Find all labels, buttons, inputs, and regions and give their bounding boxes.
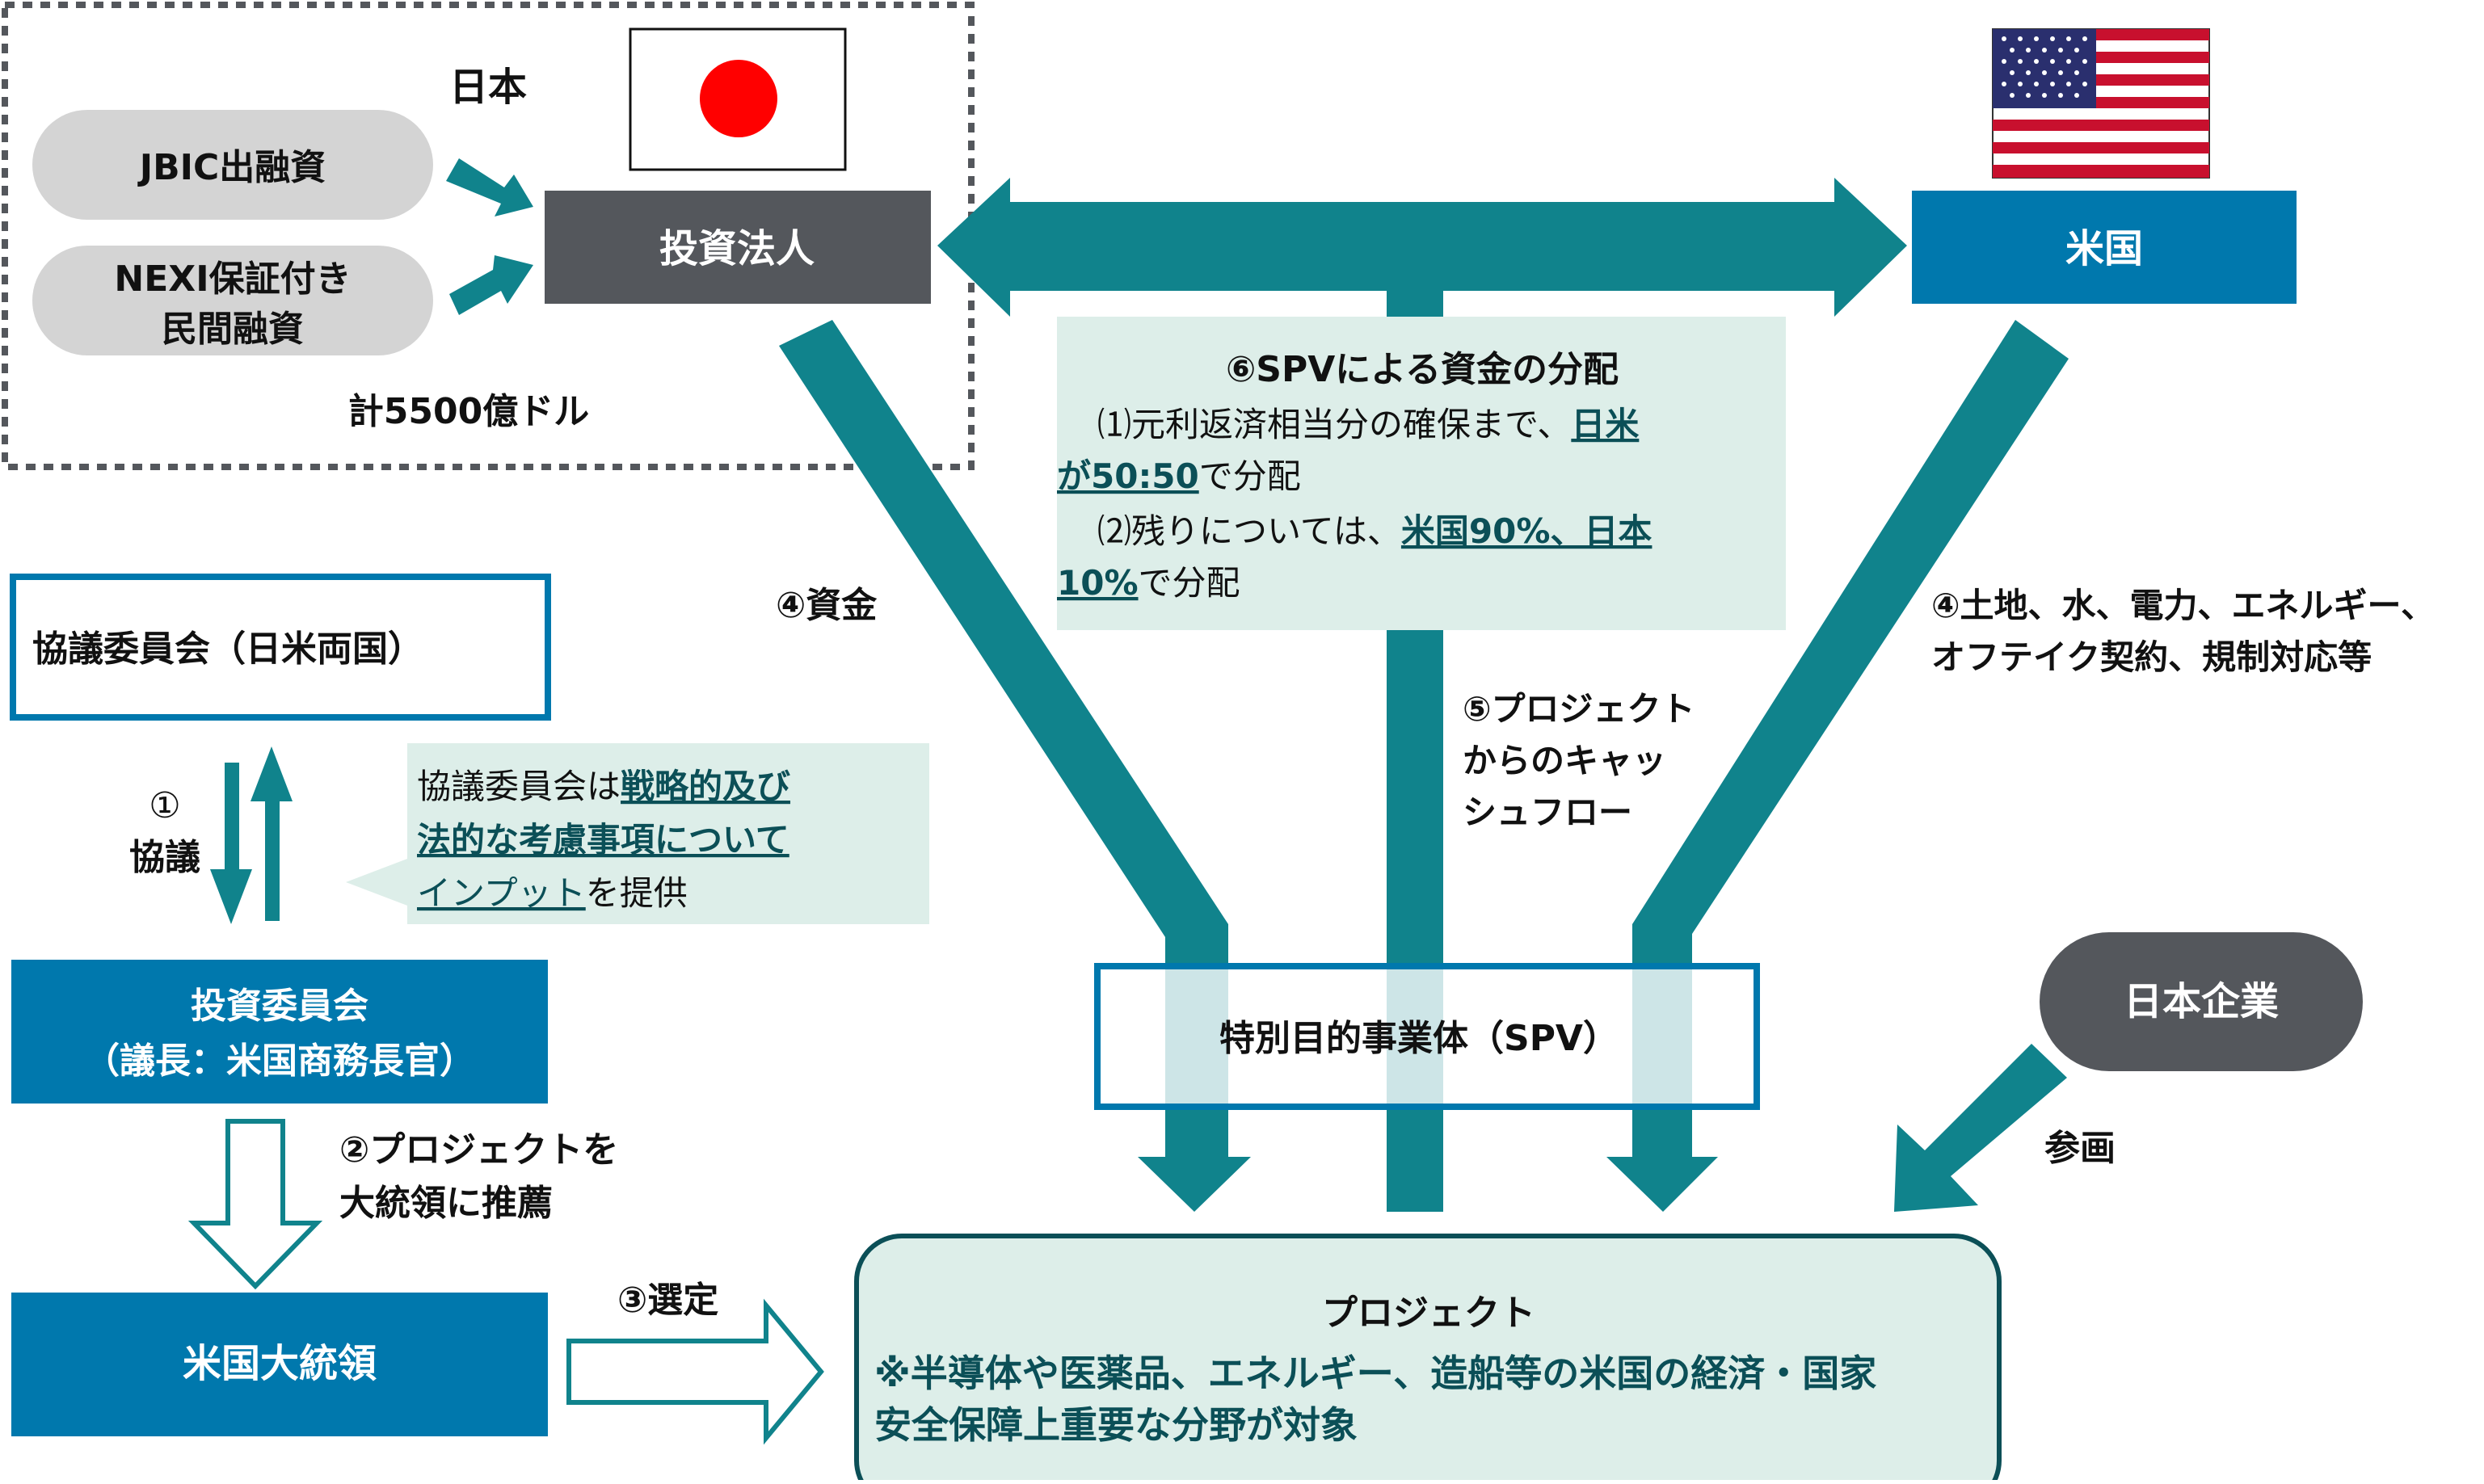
investment-committee-box: 投資委員会 （議長：米国商務長官） xyxy=(11,960,548,1104)
us-president-label: 米国大統領 xyxy=(183,1341,377,1386)
project-box: プロジェクト ※半導体や医薬品、エネルギー、造船等の米国の経済・国家 安全保障上… xyxy=(854,1234,2002,1484)
japan-flag-icon xyxy=(629,27,847,171)
consult-down-arrow-icon xyxy=(210,763,252,924)
consultation-committee-label: 協議委員会（日米両国） xyxy=(32,628,423,670)
bidirectional-arrow-icon xyxy=(937,178,1907,317)
us-label: 米国 xyxy=(2065,226,2143,271)
step1-label: 協議 xyxy=(129,837,200,878)
participation-label: 参画 xyxy=(2044,1128,2116,1169)
investment-committee-label-line1: 投資委員会 xyxy=(191,986,368,1027)
jbic-label: JBIC出融資 xyxy=(137,147,326,188)
us-government-box: 米国 xyxy=(1912,191,2297,304)
project-note-line1: ※半導体や医薬品、エネルギー、造船等の米国の経済・国家 xyxy=(874,1352,1876,1395)
cashflow-label-line1: ⑤プロジェクト xyxy=(1463,689,1695,729)
cashflow-label-line2: からのキャッ xyxy=(1463,741,1666,780)
investment-corporation-label: 投資法人 xyxy=(659,226,815,271)
funds-arrow-icon xyxy=(779,320,1251,1212)
distribution-rule-1-line1: ⑴元利返済相当分の確保まで、日米 xyxy=(1063,405,1639,444)
us-contribution-label-line1: ④土地、水、電力、エネルギー、 xyxy=(1931,586,2435,625)
recommend-down-arrow-icon xyxy=(187,1119,323,1290)
project-note-line2: 安全保障上重要な分野が対象 xyxy=(874,1403,1358,1447)
step2-label-line1: ②プロジェクトを xyxy=(339,1129,618,1171)
nexi-loan-pill: NEXI保証付き 民間融資 xyxy=(32,246,433,355)
investment-corporation-box: 投資法人 xyxy=(545,191,931,304)
nexi-label-line1: NEXI保証付き xyxy=(114,259,351,300)
consult-up-arrow-icon xyxy=(251,746,293,921)
nexi-label-line2: 民間融資 xyxy=(162,309,304,350)
us-flag-icon xyxy=(1992,28,2210,179)
step3-label: ③選定 xyxy=(617,1280,718,1321)
us-contribution-label-line2: オフテイク契約、規制対応等 xyxy=(1931,637,2372,677)
step1-number: ① xyxy=(149,785,180,826)
consultation-committee-box: 協議委員会（日米両国） xyxy=(10,574,551,721)
spv-label: 特別目的事業体（SPV） xyxy=(1219,1018,1619,1059)
japan-label: 日本 xyxy=(449,65,527,110)
distribution-title: ⑥SPVによる資金の分配 xyxy=(1226,349,1619,390)
callout-line3: インプットを提供 xyxy=(417,873,688,913)
us-president-box: 米国大統領 xyxy=(11,1293,548,1436)
investment-committee-label-line2: （議長：米国商務長官） xyxy=(84,1040,475,1082)
cashflow-label-line3: シュフロー xyxy=(1463,792,1632,832)
distribution-rules-box: ⑥SPVによる資金の分配 ⑴元利返済相当分の確保まで、日米 が50:50で分配 … xyxy=(1057,317,1786,630)
nexi-to-corp-arrow-icon xyxy=(449,255,533,315)
distribution-rule-1-line2: が50:50で分配 xyxy=(1057,456,1301,496)
distribution-rule-2-line1: ⑵残りについては、米国90%、日本 xyxy=(1063,511,1652,551)
resources-arrow-icon xyxy=(1606,320,2069,1212)
project-title: プロジェクト xyxy=(1322,1293,1535,1334)
funds-flow-label: ④資金 xyxy=(776,585,878,626)
jbic-financing-pill: JBIC出融資 xyxy=(32,110,433,220)
spv-box: 特別目的事業体（SPV） xyxy=(1094,963,1760,1110)
total-amount-label: 計5500億ドル xyxy=(348,391,589,432)
japanese-companies-pill: 日本企業 xyxy=(2040,932,2363,1071)
callout-line1: 協議委員会は戦略的及び xyxy=(417,767,790,806)
japanese-companies-label: 日本企業 xyxy=(2124,979,2279,1024)
consultation-callout: 協議委員会は戦略的及び 法的な考慮事項について インプットを提供 xyxy=(346,743,929,924)
selection-right-arrow-icon xyxy=(566,1298,824,1445)
jbic-to-corp-arrow-icon xyxy=(446,158,533,217)
distribution-rule-2-line2: 10%で分配 xyxy=(1057,563,1240,603)
callout-line2: 法的な考慮事項について xyxy=(417,820,789,860)
participation-arrow-icon xyxy=(1894,1044,2067,1212)
step2-label-line2: 大統領に推薦 xyxy=(339,1183,553,1224)
